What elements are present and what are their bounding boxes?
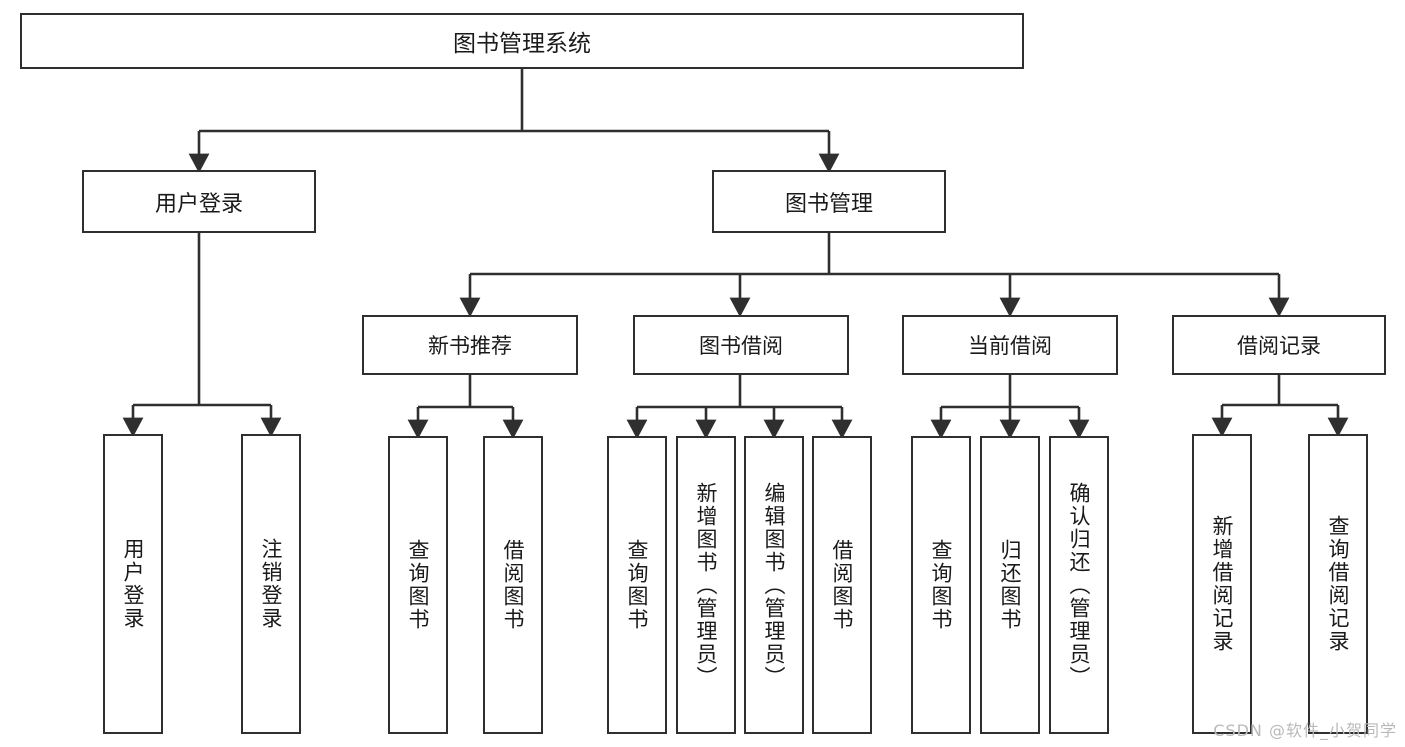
node-root-library-system[interactable]: 图书管理系统 — [20, 13, 1024, 69]
leaf-current-borrow-query[interactable]: 查询图书 — [911, 436, 971, 734]
node-label: 图书管理系统 — [453, 31, 591, 57]
node-label: 查询图书 — [929, 539, 954, 631]
leaf-book-borrow-borrow[interactable]: 借阅图书 — [812, 436, 872, 734]
node-label: 查询借阅记录 — [1326, 515, 1351, 653]
node-label: 当前借阅 — [968, 334, 1052, 358]
node-label: 图书借阅 — [699, 334, 783, 358]
node-label: 新书推荐 — [428, 334, 512, 358]
node-book-borrow[interactable]: 图书借阅 — [633, 315, 849, 375]
node-label: 借阅图书 — [830, 539, 855, 631]
node-borrow-record[interactable]: 借阅记录 — [1172, 315, 1386, 375]
node-user-login[interactable]: 用户登录 — [82, 170, 316, 233]
node-label: 查询图书 — [406, 539, 431, 631]
node-label: 归还图书 — [998, 539, 1023, 631]
leaf-borrow-record-add[interactable]: 新增借阅记录 — [1192, 434, 1252, 734]
leaf-user-login-logout[interactable]: 注销登录 — [241, 434, 301, 734]
node-current-borrow[interactable]: 当前借阅 — [902, 315, 1118, 375]
node-new-book-recommend[interactable]: 新书推荐 — [362, 315, 578, 375]
node-label: 查询图书 — [625, 539, 650, 631]
leaf-book-borrow-edit[interactable]: 编辑图书（管理员） — [744, 436, 804, 734]
node-book-management[interactable]: 图书管理 — [712, 170, 946, 233]
node-label: 用户登录 — [154, 191, 243, 217]
node-label: 新增借阅记录 — [1210, 515, 1235, 653]
node-label: 注销登录 — [259, 538, 284, 630]
node-label: 新增图书（管理员） — [694, 481, 719, 689]
leaf-borrow-record-query[interactable]: 查询借阅记录 — [1308, 434, 1368, 734]
node-label: 用户登录 — [121, 538, 146, 630]
leaf-new-book-borrow[interactable]: 借阅图书 — [483, 436, 543, 734]
leaf-new-book-query[interactable]: 查询图书 — [388, 436, 448, 734]
node-label: 编辑图书（管理员） — [762, 481, 787, 689]
leaf-user-login-login[interactable]: 用户登录 — [103, 434, 163, 734]
leaf-book-borrow-add[interactable]: 新增图书（管理员） — [676, 436, 736, 734]
node-label: 借阅记录 — [1237, 334, 1321, 358]
leaf-current-borrow-return[interactable]: 归还图书 — [980, 436, 1040, 734]
leaf-book-borrow-query[interactable]: 查询图书 — [607, 436, 667, 734]
node-label: 借阅图书 — [501, 539, 526, 631]
leaf-current-borrow-confirm[interactable]: 确认归还（管理员） — [1049, 436, 1109, 734]
node-label: 图书管理 — [784, 191, 873, 217]
node-label: 确认归还（管理员） — [1067, 481, 1092, 689]
